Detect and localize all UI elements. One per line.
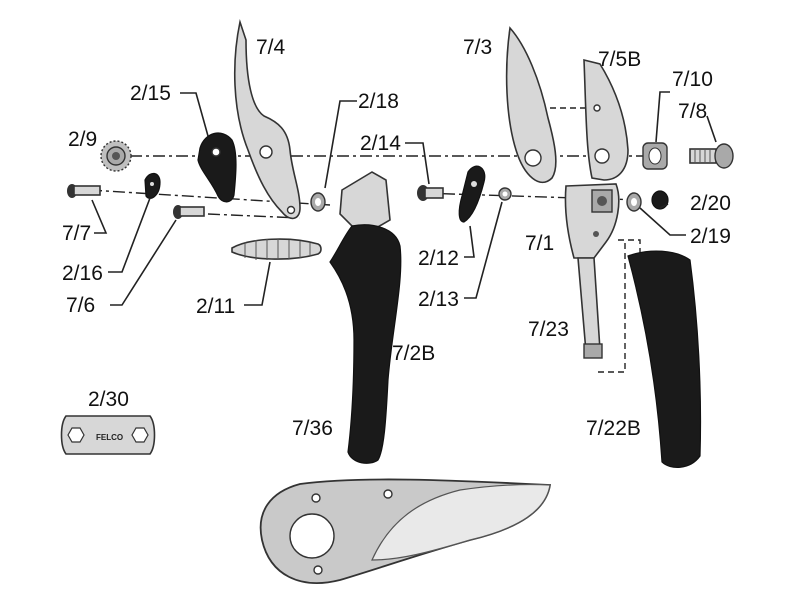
label-2-16: 2/16 [62,262,103,285]
assembly-axis-spring [184,212,301,219]
label-2-14: 2/14 [360,132,401,155]
label-7-5b: 7/5B [598,48,641,71]
part-7-22b-handle-cover [627,250,702,468]
part-2-20-nut [651,190,669,210]
label-2-20: 2/20 [690,192,731,215]
label-2-30: 2/30 [88,388,129,411]
part-2-14-screw [417,185,444,201]
label-7-2b: 7/2B [392,342,435,365]
assembly-guide-rod [598,240,626,373]
label-2-18: 2/18 [358,90,399,113]
label-2-11: 2/11 [196,295,235,318]
label-2-15: 2/15 [130,82,171,105]
part-7-23-rod [577,257,603,359]
part-labels: 7/4 2/15 2/18 2/9 2/14 7/7 2/16 7/6 2/11… [62,36,731,440]
assembly-guide-handle [618,239,641,255]
part-7-3-counter-blade [505,26,557,184]
part-2-30-wrench: FELCO [60,415,156,455]
replacement-cutting-blade [259,478,552,584]
label-7-4: 7/4 [256,36,286,59]
label-2-12: 2/12 [418,247,459,270]
label-7-3: 7/3 [463,36,492,59]
part-2-12-clip [458,165,486,223]
label-7-8: 7/8 [678,100,707,123]
part-2-9-gear-nut [100,140,132,172]
label-2-9: 2/9 [68,128,97,151]
label-7-36: 7/36 [292,417,333,440]
part-7-10-bushing [642,142,668,170]
label-7-6: 7/6 [66,294,95,317]
part-7-1-handle-body [564,183,620,259]
label-2-13: 2/13 [418,288,459,311]
part-7-2b-handle [329,171,402,464]
label-7-10: 7/10 [672,68,713,91]
label-2-19: 2/19 [690,225,731,248]
label-7-23: 7/23 [528,318,569,341]
label-7-22b: 7/22B [586,417,641,440]
part-2-15-cam-plate [197,132,237,203]
assembly-axis-right [419,192,641,201]
part-7-4-blade-arm [233,18,301,220]
wrench-logo-text: FELCO [96,433,123,442]
part-7-8-bolt [689,143,734,169]
part-2-16-clip [144,172,161,199]
part-2-19-washer [626,192,642,212]
label-7-1: 7/1 [525,232,554,255]
label-7-7: 7/7 [62,222,91,245]
part-2-18-washer [310,192,326,212]
leader-lines [91,91,717,306]
part-7-5b-pivot-plate [583,58,629,181]
part-2-13-washer [498,187,512,201]
part-7-7-screw [67,184,101,198]
part-2-11-spring [231,238,322,260]
part-7-6-bolt [173,205,205,219]
